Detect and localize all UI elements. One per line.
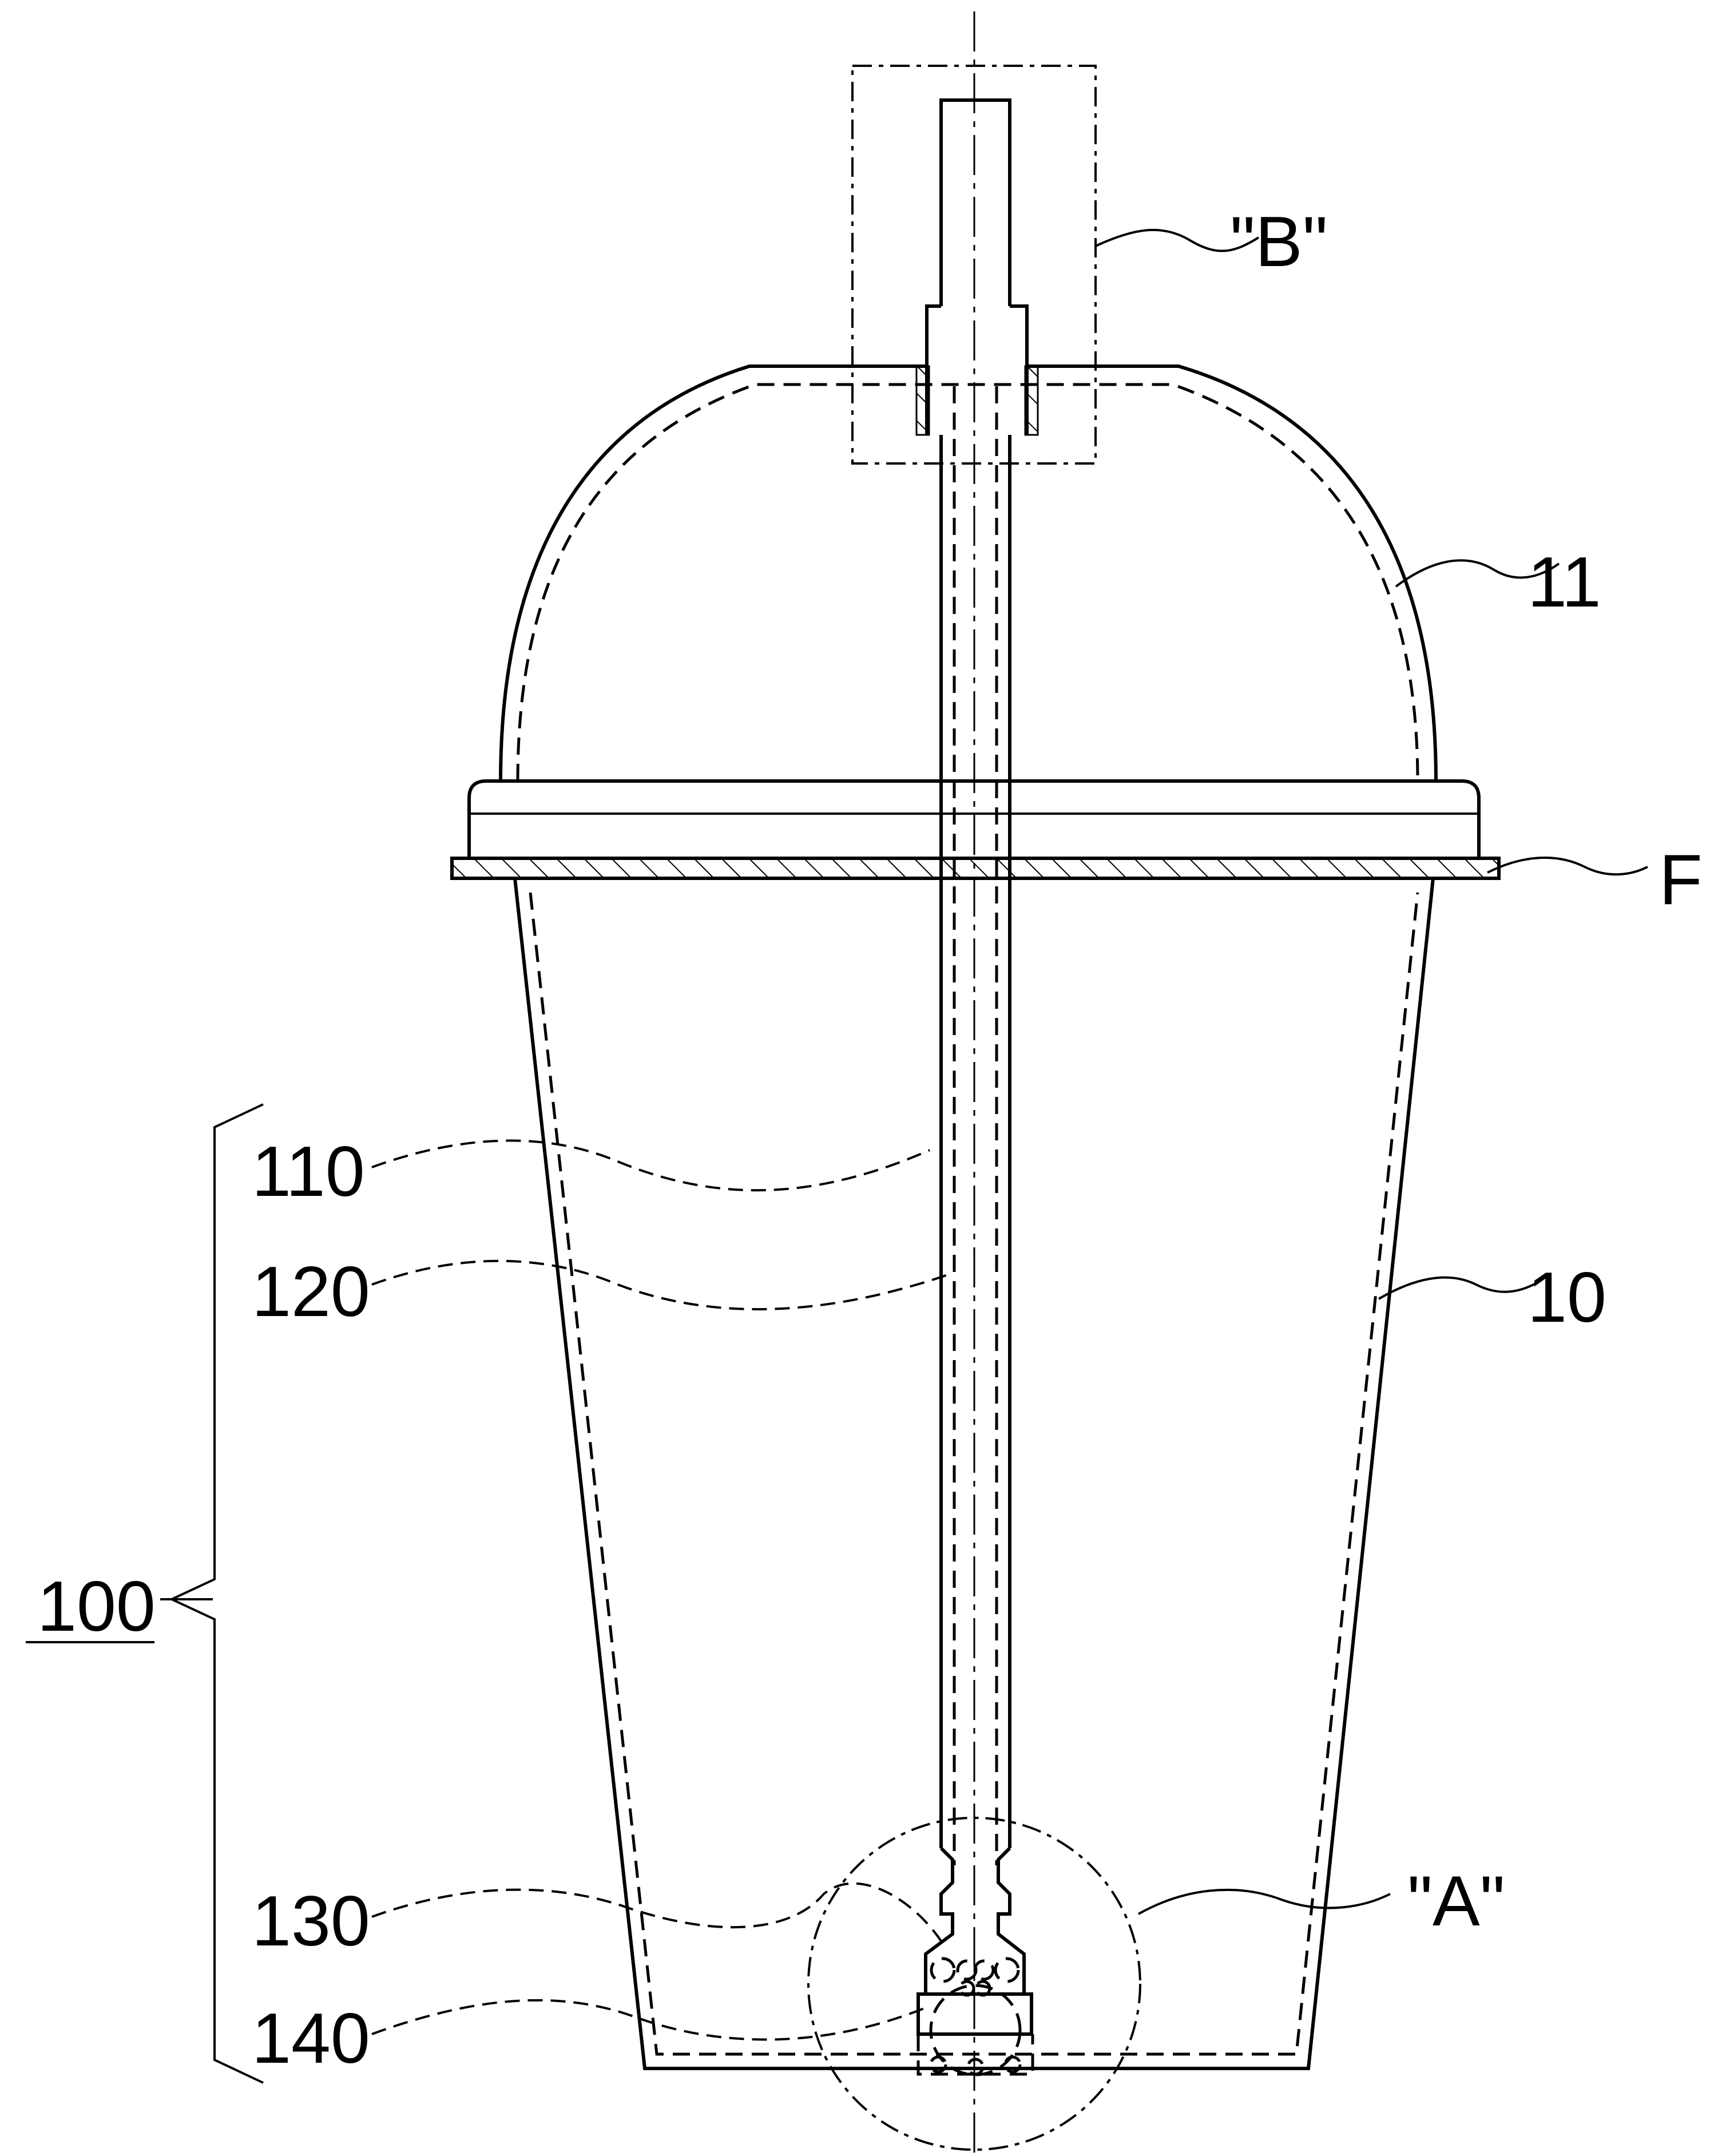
cup-body-inner-wall: [529, 892, 1419, 2056]
label-f: F: [1659, 841, 1703, 920]
leader-f: [1487, 856, 1648, 876]
label-100: 100: [37, 1567, 156, 1646]
seat-ball-right: [994, 1957, 1020, 1983]
label-120: 120: [252, 1253, 370, 1331]
assembly-bracket: [169, 1103, 264, 2084]
check-ball: [929, 1984, 1022, 2076]
seat-ball-lower-1: [958, 1980, 975, 1997]
leader-110: [371, 1139, 930, 1192]
label-a: "A": [1407, 1862, 1505, 1941]
straw-top: [939, 98, 1011, 306]
chamber-dot-2: [966, 2058, 985, 2076]
label-10: 10: [1527, 1258, 1606, 1337]
leader-120: [371, 1259, 953, 1311]
chamber-dot-3: [1003, 2055, 1022, 2074]
ball-chamber: [916, 2034, 1034, 2076]
seat-ball-center-1: [956, 1959, 978, 1981]
label-110: 110: [252, 1132, 365, 1211]
valve-chamber: [916, 1992, 1033, 2036]
leader-140: [371, 1999, 925, 2041]
straw-collar: [925, 304, 1029, 435]
seal-right: [1024, 365, 1039, 436]
seat-ball-center-2: [973, 1959, 995, 1981]
leader-b: [1095, 228, 1260, 252]
leader-10: [1378, 1276, 1540, 1300]
seal-left: [915, 365, 930, 436]
lid-dome-outline: [499, 364, 1438, 782]
chamber-dot-1: [929, 2055, 947, 2074]
leader-11: [1395, 559, 1560, 588]
leader-a: [1138, 1888, 1391, 1915]
label-b: "B": [1230, 203, 1328, 282]
lid-dome-inner: [516, 383, 1419, 782]
seat-ball-left: [930, 1957, 956, 1983]
detail-b-box: [851, 65, 1097, 465]
detail-a-circle: [807, 1817, 1141, 2151]
valve-neck: [924, 1846, 1026, 1994]
leader-130: [371, 1882, 945, 1947]
lid-skirt: [467, 779, 1481, 858]
label-130: 130: [252, 1882, 370, 1961]
label-11: 11: [1527, 543, 1601, 622]
label-140: 140: [252, 1999, 370, 2078]
flange-rim: [450, 857, 1501, 880]
cup-body-outline: [513, 878, 1435, 2070]
